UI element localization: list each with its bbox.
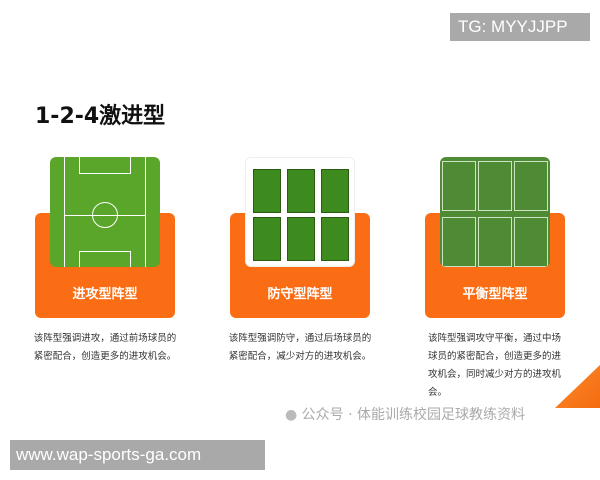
card-description: 该阵型强调攻守平衡，通过中场球员的紧密配合，创造更多的进攻机会，同时减少对方的进…: [428, 333, 562, 398]
balanced-formations-image: [440, 157, 550, 267]
card-title: 防守型阵型: [267, 287, 333, 302]
defense-formations-image: [245, 157, 355, 267]
card-description: 该阵型强调防守，通过后场球员的紧密配合，减少对方的进攻机会。: [228, 333, 372, 362]
footer-url: www.wap-sports-ga.com: [10, 440, 265, 470]
wechat-icon: ●: [285, 407, 298, 423]
card-title: 平衡型阵型: [462, 287, 528, 302]
card-title: 进攻型阵型: [72, 287, 138, 302]
tg-badge: TG: MYYJJPP: [450, 13, 590, 41]
watermark: ● 公众号 · 体能训练校园足球教练资料: [285, 407, 526, 423]
card-description: 该阵型强调进攻，通过前场球员的紧密配合，创造更多的进攻机会。: [33, 333, 177, 362]
attack-pitch-image: [50, 157, 160, 267]
page-title: 1-2-4激进型: [35, 104, 166, 129]
